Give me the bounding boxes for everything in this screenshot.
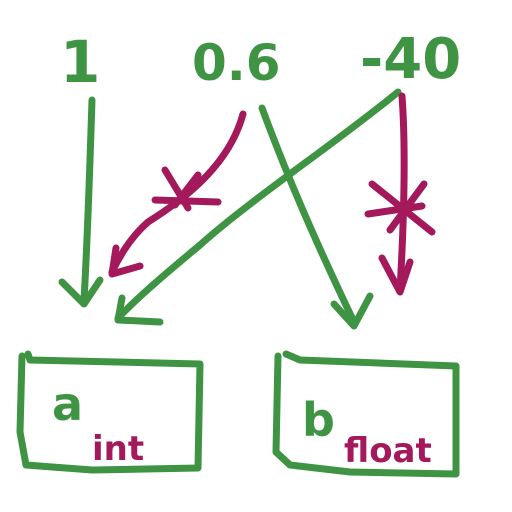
arrow-0-6-to-float-box (258, 104, 358, 326)
value-label-1: 1 (60, 28, 100, 96)
value-label-neg-40: -40 (360, 27, 461, 92)
value-label-0-6: 0.6 (192, 34, 281, 92)
int-box-variable-label: a (52, 377, 83, 431)
arrow-1-to-int-box (80, 96, 96, 304)
cross-mark-0-6-to-int (151, 166, 222, 212)
crossed-arrowhead-neg-40-to-float-box (378, 254, 414, 296)
crossed-arrow-0-6-to-int-box (108, 110, 247, 276)
float-box-outline (272, 350, 460, 478)
float-box-type-label: float (344, 431, 432, 471)
cross-mark-neg-40-to-float (364, 180, 436, 236)
arrowhead-1-to-int-box (58, 276, 104, 308)
float-box-variable-label: b (302, 393, 335, 447)
int-box-type-label: int (92, 429, 144, 469)
crossed-arrowhead-0-6-to-int-box (108, 244, 144, 278)
int-box-outline (16, 350, 204, 474)
arrowhead-neg-40-to-int-box (114, 294, 164, 326)
crossed-arrow-neg-40-to-float-box (396, 92, 408, 294)
arrow-neg-40-to-int-box (114, 88, 402, 322)
arrowhead-0-6-to-float-box (330, 292, 374, 330)
